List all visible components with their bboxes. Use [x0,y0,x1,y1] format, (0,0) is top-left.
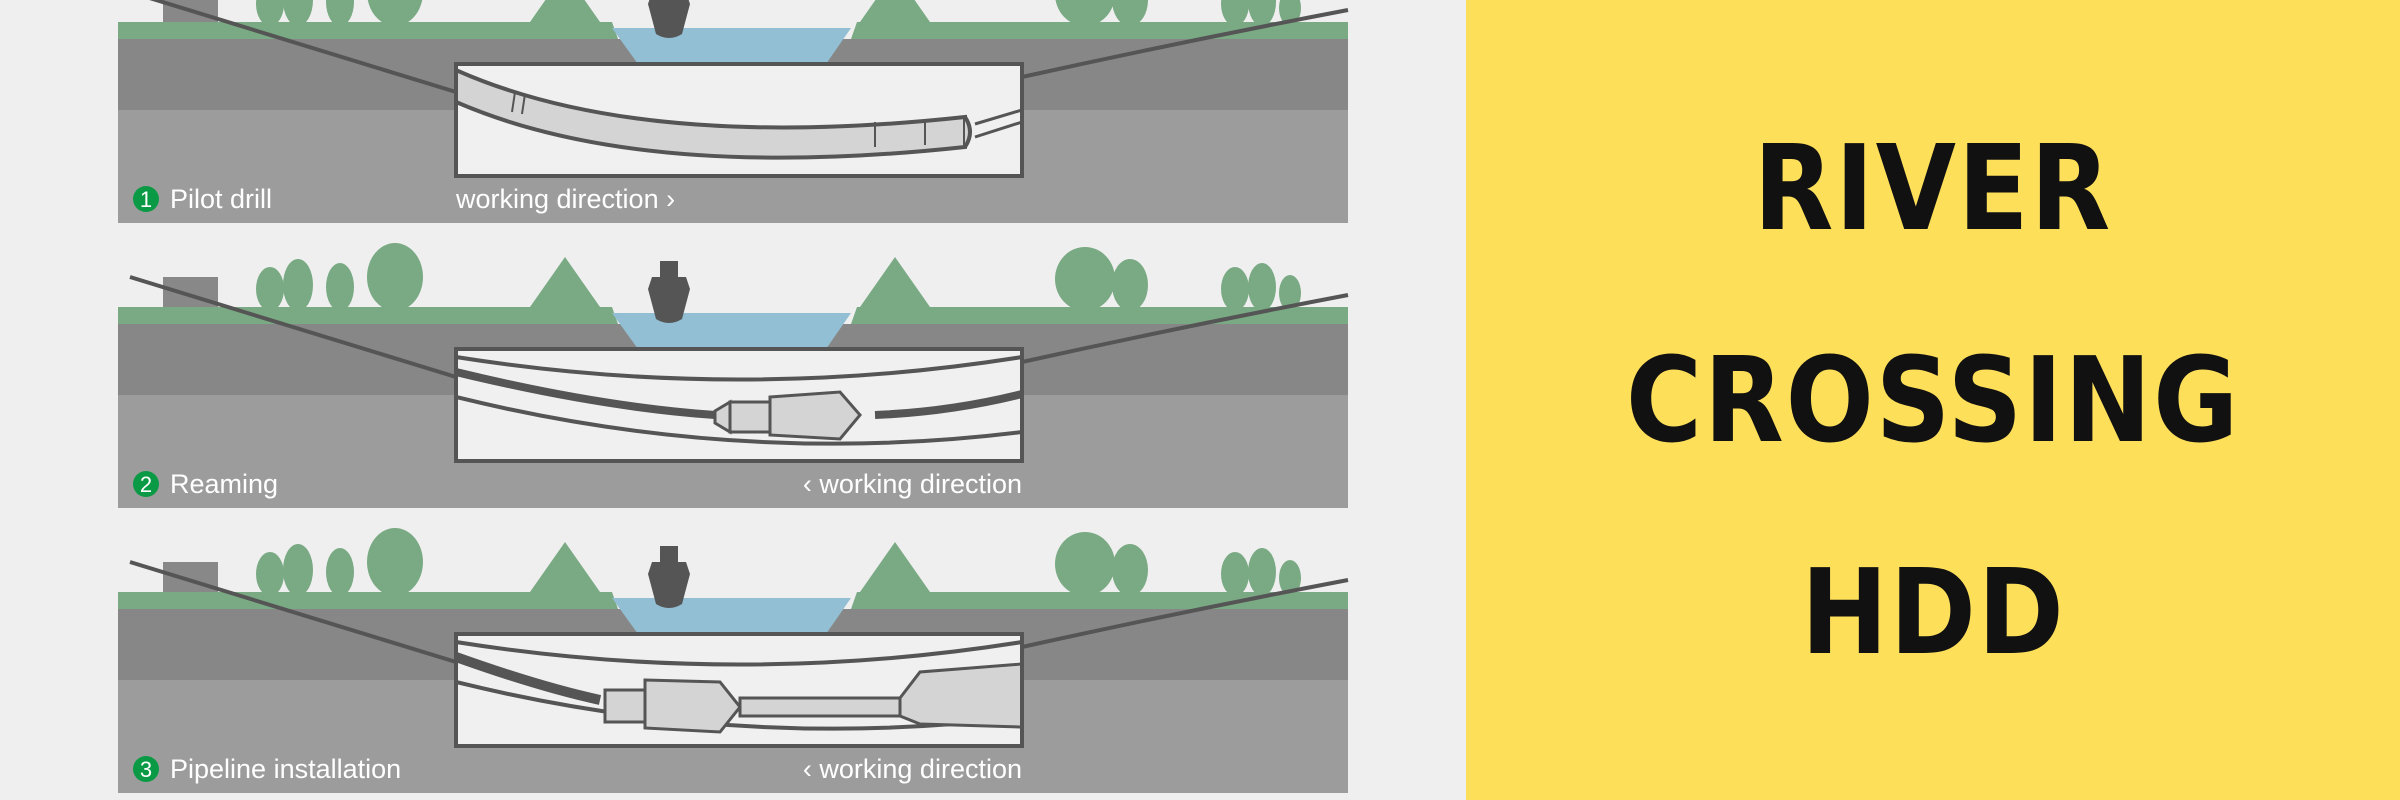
step-badge [133,186,159,212]
tree-icon [256,552,284,596]
hill-right [860,0,930,22]
reamer-nose [713,399,732,435]
drill-rod [974,109,1020,139]
tree-icon [1055,247,1115,311]
tree-icon [367,243,423,311]
grass-left [118,22,618,39]
drill-pipe [458,652,602,705]
inset-content [458,355,1020,446]
tree-icon [1221,267,1249,311]
tree-icon [1221,552,1249,596]
hill-left [530,257,600,307]
hill-right [860,257,930,307]
step-number: 2 [140,472,152,497]
step-label: Pipeline installation [170,754,401,784]
tree-icon [1055,532,1115,596]
tree-icon [1248,0,1276,26]
drill-line-left [149,0,457,94]
drill-line-left [129,560,457,664]
river [612,598,851,634]
tree-icon [1221,0,1249,26]
title-line-3: HDD [1800,543,2066,681]
drill-line-left [129,275,457,379]
boat-cabin [660,261,678,277]
grass-left [118,307,618,324]
step-badge [133,471,159,497]
boat-icon [648,0,690,38]
title-line-1: RIVER [1753,119,2113,257]
reamer-icon [643,678,742,734]
step-label: Pilot drill [170,184,272,214]
title-panel: RIVER CROSSING HDD [1466,0,2400,800]
boat-icon [648,562,690,608]
tree-icon [256,267,284,311]
bore-lower [458,395,1020,446]
hill-left [530,542,600,592]
boat-icon [648,277,690,323]
step-number: 3 [140,757,152,782]
step-label: Reaming [170,469,278,499]
drill-line-right [1021,8,1349,79]
river [612,28,851,64]
tree-icon [326,0,354,26]
title-line-2: CROSSING [1625,331,2241,469]
river [612,313,851,349]
step-panel-3: 3 Pipeline installation ‹ working directio… [118,528,1349,793]
tree-icon [1279,560,1301,596]
step-panel-1: 1 Pilot drill working direction › [118,0,1349,223]
hill-right [860,542,930,592]
step-badge [133,756,159,782]
step-panel-2: 2 Reaming ‹ working direction [118,243,1349,508]
grass-left [118,592,618,609]
swivel [603,688,647,724]
bore-upper [458,355,1020,382]
inset-content [458,68,1020,160]
bore-upper [458,640,1020,667]
tree-icon [1112,259,1148,311]
reamer-icon [768,390,862,441]
tree-icon [283,259,313,311]
working-direction-label: working direction › [455,184,675,214]
tree-icon [256,0,284,26]
bore-marks [511,91,926,147]
swivel [728,400,772,434]
tree-icon [326,263,354,311]
drill-head [963,115,972,149]
boat-cabin [660,546,678,562]
step-number: 1 [140,187,152,212]
drill-line-right [1021,293,1349,364]
tree-icon [1248,263,1276,311]
pipeline-icon [898,662,1020,729]
drill-line-right [1021,578,1349,649]
tree-icon [1055,0,1115,26]
hdd-process-diagram: 1 Pilot drill working direction › 2 Reaming ‹… [118,0,1349,793]
tree-icon [1279,275,1301,311]
pulling-head [738,696,902,718]
working-direction-label: ‹ working direction [803,469,1022,499]
drill-pipe [458,368,1020,419]
tree-icon [1248,548,1276,596]
tree-icon [326,548,354,596]
inset-content [458,640,1020,734]
tree-icon [367,528,423,596]
tree-icon [367,0,423,26]
working-direction-label: ‹ working direction [803,754,1022,784]
hill-left [530,0,600,22]
tree-icon [1112,0,1148,26]
tree-icon [283,544,313,596]
tree-icon [283,0,313,26]
tree-icon [1112,544,1148,596]
